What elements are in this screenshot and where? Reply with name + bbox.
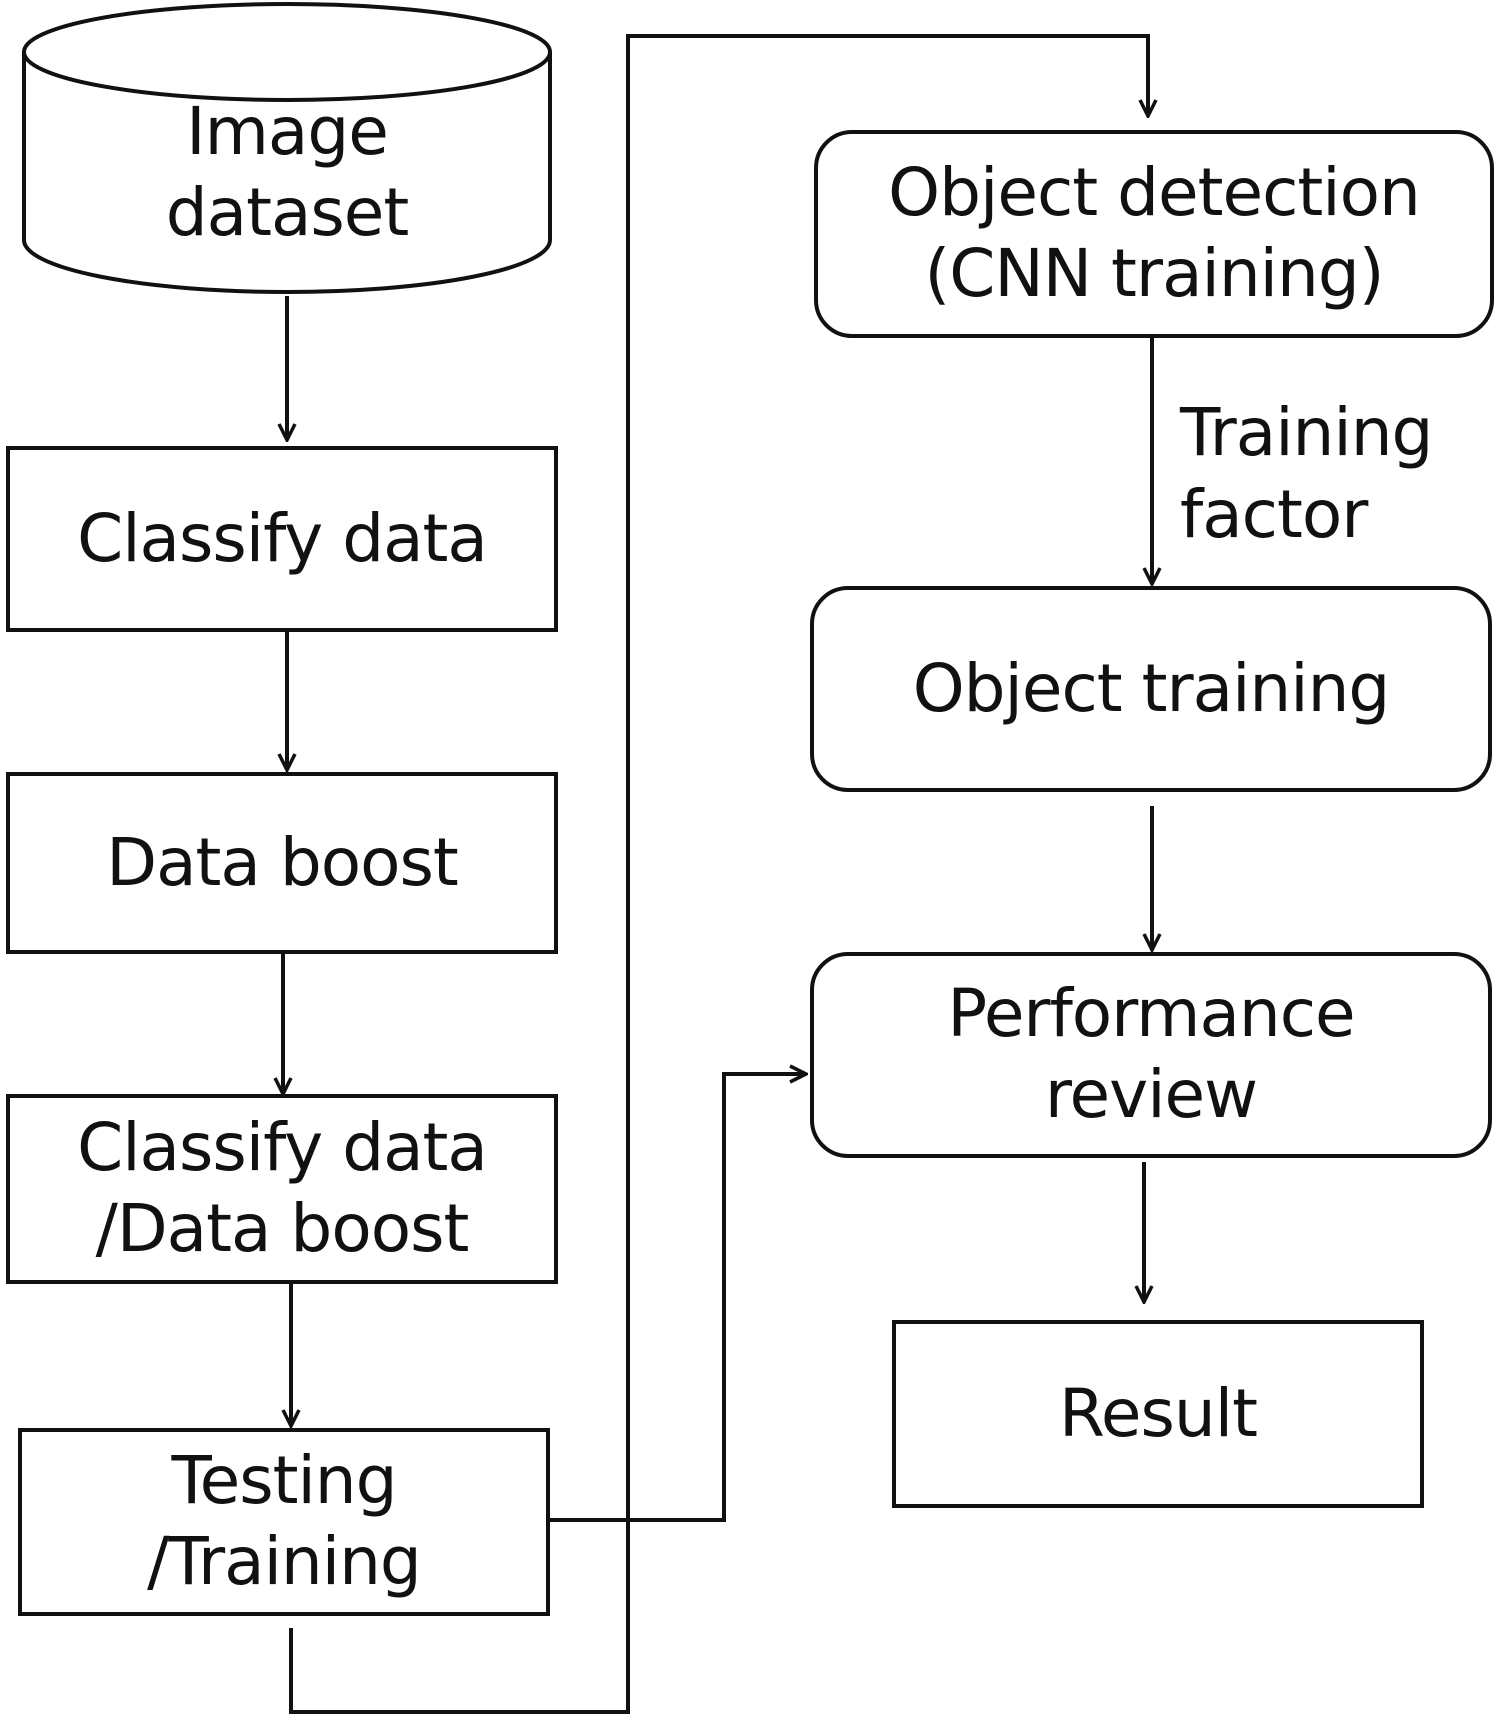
- classify-data-node: Classify data: [6, 446, 558, 632]
- classify-boost-line-2: /Data boost: [95, 1190, 470, 1267]
- training-factor-edge-label: Training factor: [1180, 392, 1480, 556]
- edge-testing-to-performance-review: [548, 1074, 806, 1522]
- edge-label-line-2: factor: [1180, 475, 1368, 553]
- testing-training-line-2: /Training: [147, 1523, 422, 1600]
- data-boost-label: Data boost: [106, 823, 458, 901]
- classify-boost-node: Classify data /Data boost: [6, 1094, 558, 1284]
- performance-review-node: Performance review: [810, 952, 1492, 1158]
- data-boost-node: Data boost: [6, 772, 558, 954]
- edge-testing-to-object-detection: [289, 34, 1148, 1714]
- classify-boost-line-1: Classify data: [77, 1109, 488, 1187]
- object-training-label: Object training: [912, 649, 1391, 727]
- object-training-node: Object training: [810, 586, 1492, 792]
- image-dataset-cylinder: [22, 2, 552, 294]
- image-dataset-node: Image dataset: [24, 78, 550, 268]
- object-detection-line-2: (CNN training): [924, 235, 1385, 312]
- edge-label-line-1: Training: [1180, 394, 1433, 471]
- image-dataset-line-1: Image: [186, 93, 389, 171]
- testing-training-line-1: Testing: [171, 1442, 397, 1520]
- object-detection-node: Object detection (CNN training): [814, 130, 1494, 338]
- result-label: Result: [1059, 1374, 1258, 1452]
- performance-review-line-2: review: [1044, 1056, 1258, 1133]
- result-node: Result: [892, 1320, 1424, 1508]
- testing-training-node: Testing /Training: [18, 1428, 550, 1616]
- object-detection-line-1: Object detection: [888, 154, 1421, 232]
- image-dataset-line-2: dataset: [165, 174, 410, 251]
- performance-review-line-1: Performance: [947, 975, 1355, 1053]
- classify-data-label: Classify data: [77, 499, 488, 577]
